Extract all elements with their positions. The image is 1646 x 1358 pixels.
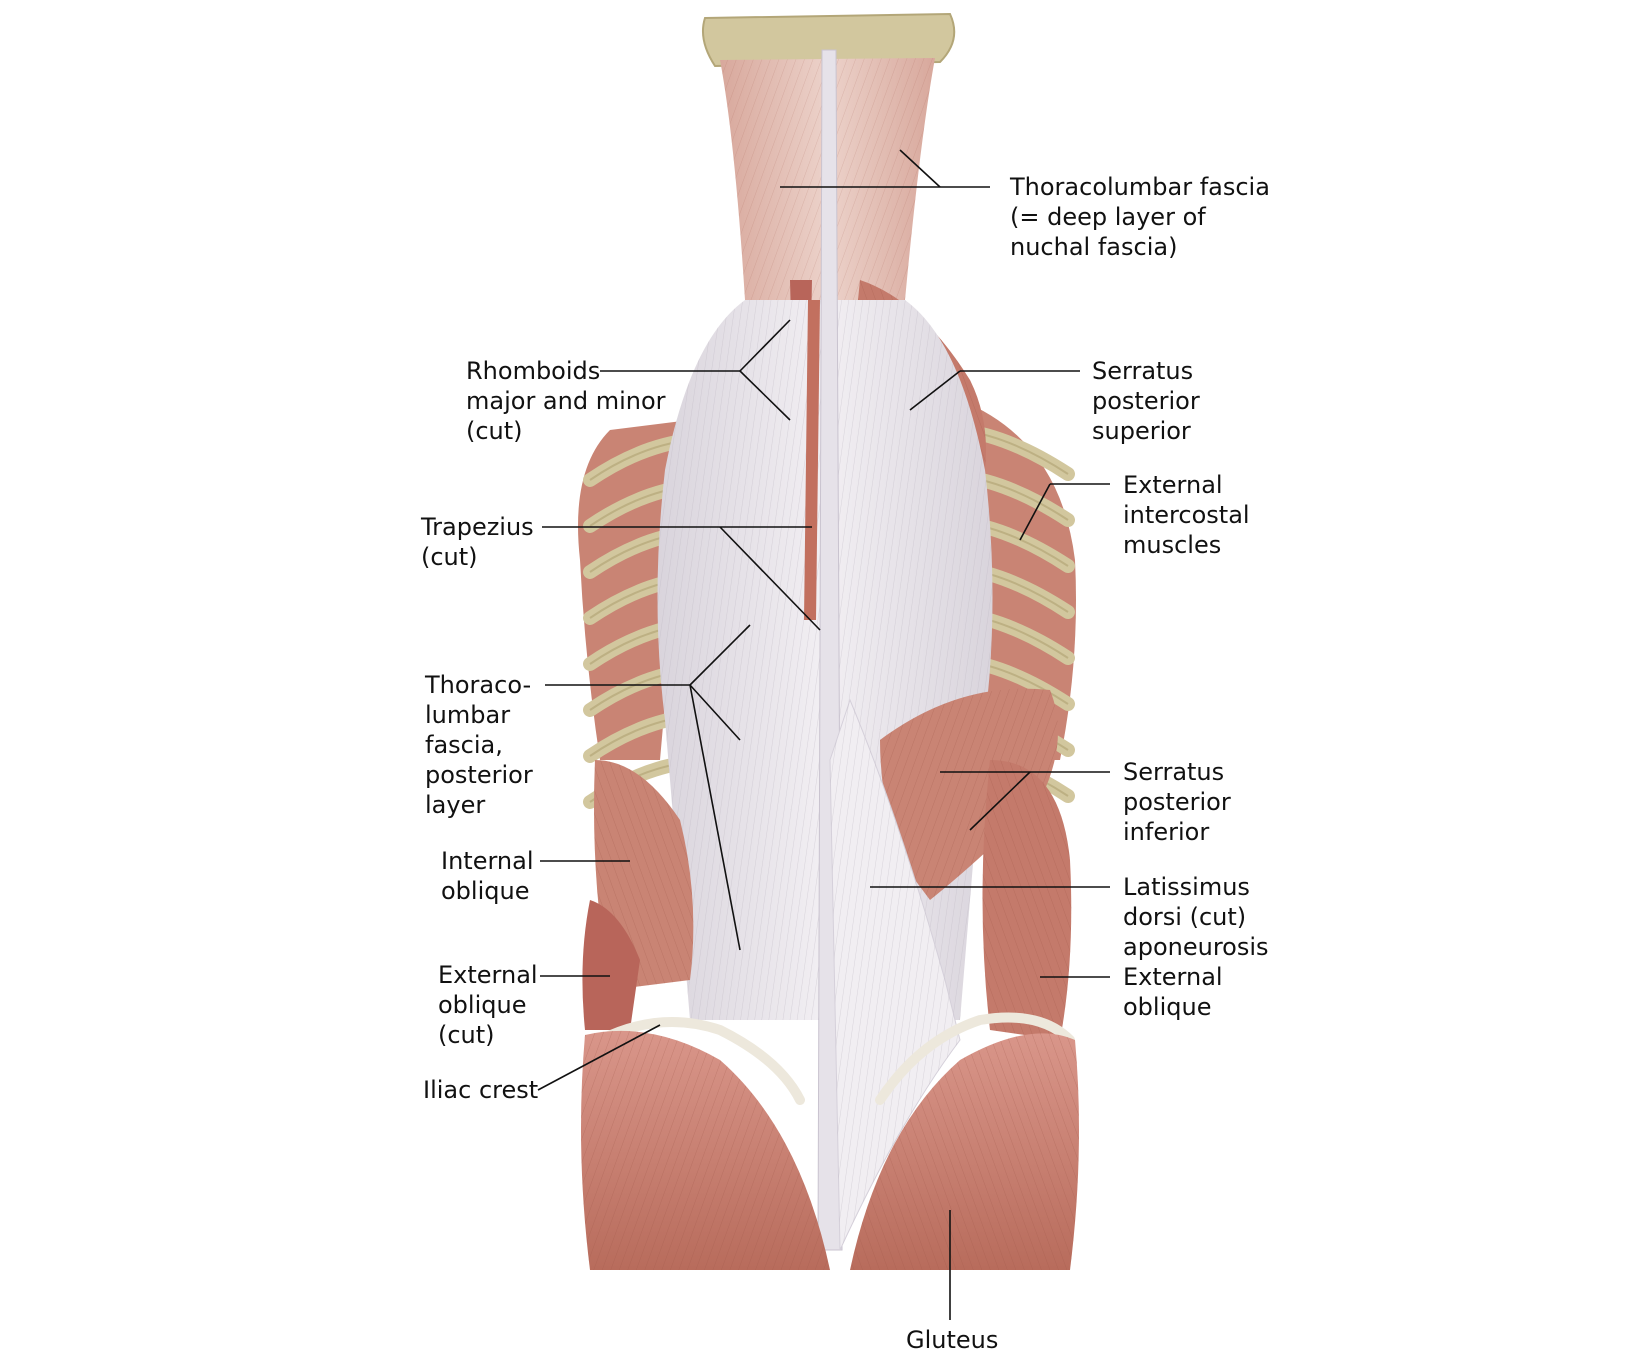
label-line: External bbox=[1123, 471, 1223, 499]
label-gluteus: Gluteus bbox=[906, 1325, 998, 1355]
label-line: posterior bbox=[1092, 387, 1200, 415]
leader-line bbox=[689, 624, 751, 686]
leader-line bbox=[689, 684, 741, 951]
label-line: Serratus bbox=[1123, 758, 1225, 786]
label-line: (cut) bbox=[421, 543, 478, 571]
label-line: (cut) bbox=[466, 417, 523, 445]
label-line: posterior bbox=[1123, 788, 1231, 816]
label-line: oblique bbox=[441, 877, 530, 905]
trapezius-cut-edge bbox=[804, 300, 820, 620]
skull-base bbox=[702, 12, 956, 68]
label-iliac-crest: Iliac crest bbox=[423, 1075, 538, 1105]
label-line: lumbar bbox=[425, 701, 511, 729]
right-external-oblique-fibers bbox=[982, 760, 1072, 1040]
leader-line bbox=[1019, 483, 1051, 541]
label-line: intercostal bbox=[1123, 501, 1250, 529]
right-gluteus-fibers bbox=[850, 1033, 1079, 1270]
label-line: inferior bbox=[1123, 818, 1210, 846]
label-line: oblique bbox=[1123, 993, 1212, 1021]
label-line: Rhomboids bbox=[466, 357, 601, 385]
iliac-crest-bone bbox=[595, 1012, 1075, 1105]
label-line: oblique bbox=[438, 991, 527, 1019]
leader-line bbox=[899, 149, 941, 188]
label-line: posterior bbox=[425, 761, 533, 789]
label-line: (cut) bbox=[438, 1021, 495, 1049]
label-line: Latissimus bbox=[1123, 873, 1250, 901]
label-line: Trapezius bbox=[421, 513, 534, 541]
label-line: (= deep layer of bbox=[1010, 203, 1206, 231]
label-line: major and minor bbox=[466, 387, 666, 415]
label-trapezius: Trapezius(cut) bbox=[421, 512, 534, 572]
left-external-oblique-cut bbox=[582, 900, 640, 1030]
leader-line bbox=[537, 1024, 661, 1091]
label-line: External bbox=[1123, 963, 1223, 991]
left-gluteus-fibers bbox=[581, 1030, 830, 1270]
label-line: Iliac crest bbox=[423, 1076, 539, 1104]
leader-line bbox=[969, 771, 1031, 831]
leader-line bbox=[909, 370, 961, 411]
label-line: fascia, bbox=[425, 731, 503, 759]
label-line: Serratus bbox=[1092, 357, 1194, 385]
leader-line bbox=[689, 684, 741, 741]
label-line: Gluteus bbox=[906, 1326, 999, 1354]
leader-line bbox=[739, 370, 791, 421]
leader-line bbox=[739, 319, 791, 372]
label-line: Thoracolumbar fascia bbox=[1010, 173, 1270, 201]
label-line: External bbox=[438, 961, 538, 989]
label-line: superior bbox=[1092, 417, 1191, 445]
leader-lines bbox=[537, 149, 1110, 1320]
label-line: layer bbox=[425, 791, 486, 819]
leader-line bbox=[719, 526, 821, 631]
serratus-posterior-inferior-fibers bbox=[880, 688, 1058, 900]
label-line: Thoraco- bbox=[425, 671, 532, 699]
label-line: nuchal fascia) bbox=[1010, 233, 1178, 261]
label-line: muscles bbox=[1123, 531, 1222, 559]
label-line: Internal bbox=[441, 847, 534, 875]
latissimus-aponeurosis-texture bbox=[830, 700, 960, 1250]
label-line: dorsi (cut) bbox=[1123, 903, 1247, 931]
label-line: aponeurosis bbox=[1123, 933, 1269, 961]
